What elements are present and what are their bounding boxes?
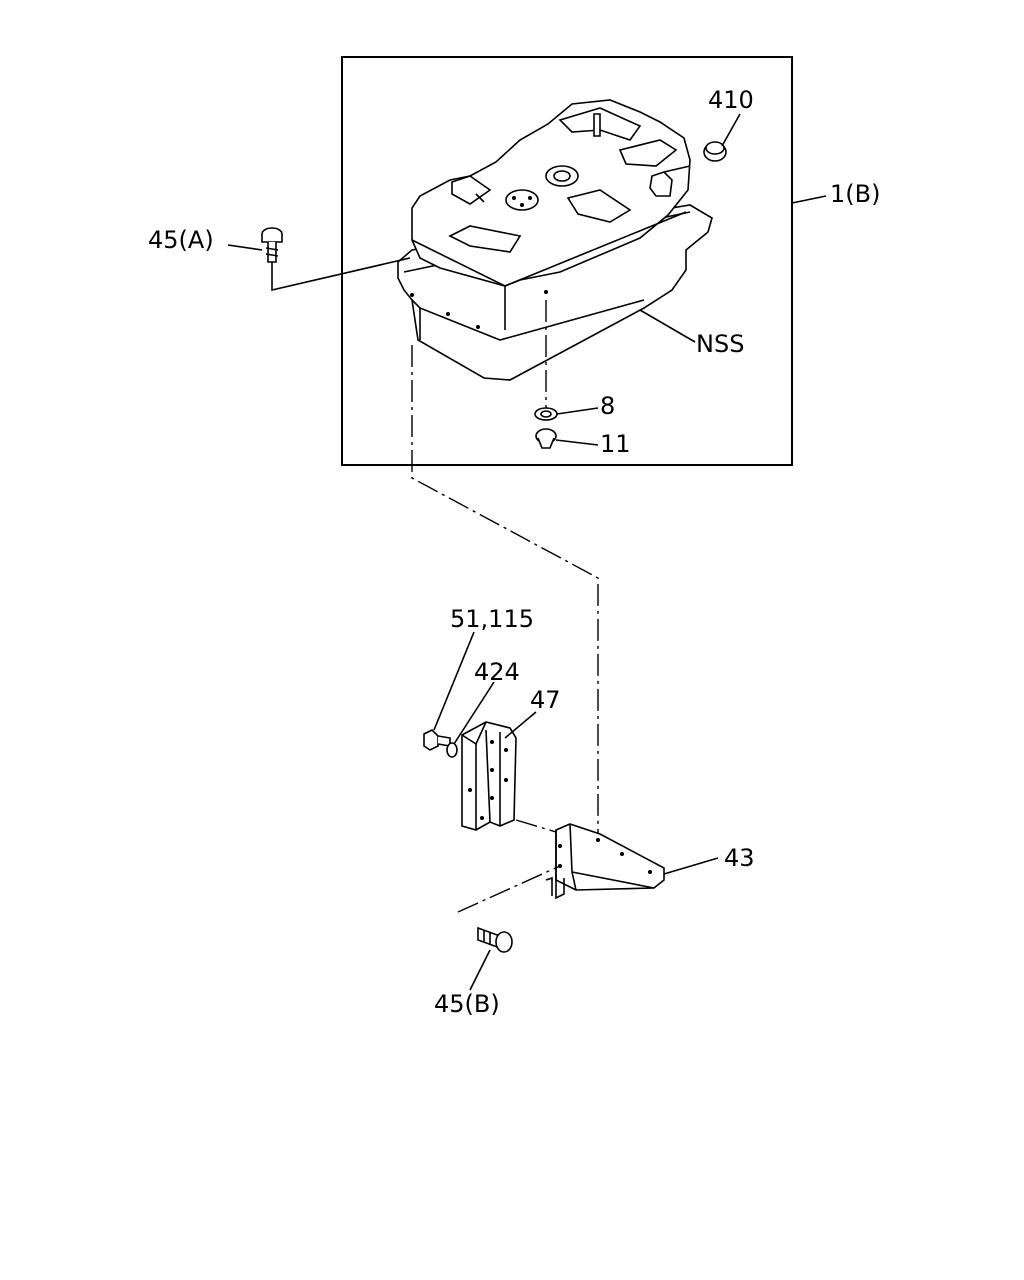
callout-45b: 45(B) [434, 990, 500, 1018]
part-11-drain-plug [535, 428, 557, 449]
callout-424: 424 [474, 658, 520, 686]
part-8-washer [534, 407, 558, 421]
callout-nss: NSS [696, 330, 744, 358]
callout-45a: 45(A) [148, 226, 214, 254]
callout-11: 11 [600, 430, 631, 458]
part-51-115-bolt [423, 729, 451, 751]
part-47-bracket [461, 721, 517, 831]
callout-8: 8 [600, 392, 615, 420]
callout-43: 43 [724, 844, 755, 872]
part-424-washer [446, 742, 458, 758]
tank-body [397, 99, 713, 381]
assembly-frame [341, 56, 793, 466]
callout-1b: 1(B) [830, 180, 880, 208]
part-410-cap [703, 141, 727, 162]
part-43-bracket [545, 823, 665, 900]
callout-47: 47 [530, 686, 561, 714]
callout-410: 410 [708, 86, 754, 114]
part-45b-bolt [477, 926, 513, 953]
callout-51-115: 51,115 [450, 605, 534, 633]
part-45a-bolt [261, 227, 283, 263]
